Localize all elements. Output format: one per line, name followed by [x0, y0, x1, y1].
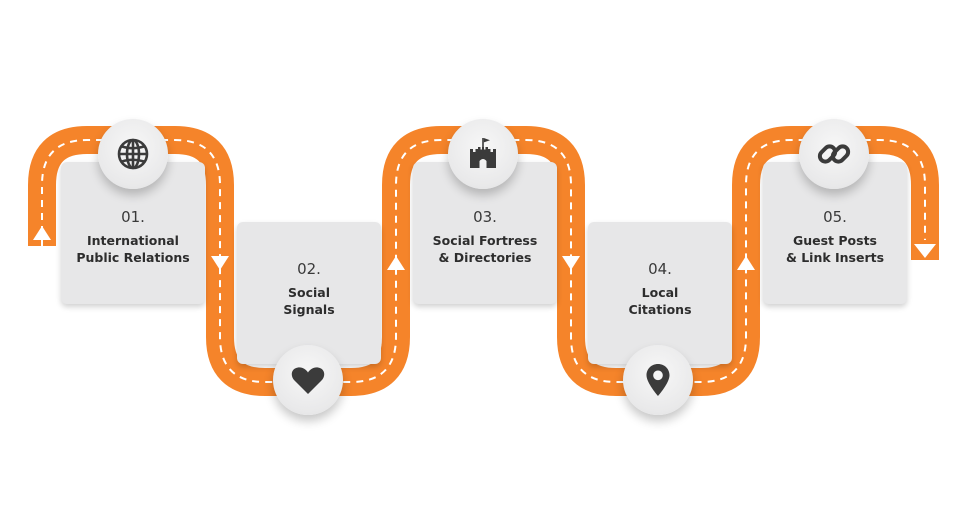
arrow-down-end — [914, 244, 936, 258]
step-card-4: 04. Local Citations — [588, 222, 732, 364]
step-badge-3 — [448, 119, 518, 189]
link-icon — [817, 144, 851, 164]
castle-icon — [470, 138, 496, 168]
step-title-line: & Link Inserts — [785, 250, 885, 265]
arrow-down-4 — [562, 256, 580, 270]
step-number: 01. — [121, 208, 145, 226]
step-badge-5 — [799, 119, 869, 189]
step-title: Guest Posts & Link Inserts — [786, 232, 884, 266]
step-badge-2 — [273, 345, 343, 415]
step-title-line: Signals — [283, 302, 335, 317]
globe-icon — [117, 138, 149, 170]
step-title-line: & Directories — [438, 250, 532, 265]
step-title-line: Social — [287, 285, 330, 300]
step-title: Local Citations — [628, 284, 691, 318]
arrow-up-5 — [737, 256, 755, 270]
step-badge-1 — [98, 119, 168, 189]
step-badge-4 — [623, 345, 693, 415]
map-pin-icon — [646, 364, 670, 396]
arrow-down-2 — [211, 256, 229, 270]
step-title-line: Guest Posts — [792, 233, 877, 248]
arrow-up-1 — [33, 226, 51, 240]
step-title-line: Local — [641, 285, 679, 300]
step-number: 05. — [823, 208, 847, 226]
step-title: Social Signals — [283, 284, 334, 318]
step-title-line: Social Fortress — [432, 233, 538, 248]
step-number: 02. — [297, 260, 321, 278]
step-card-1: 01. International Public Relations — [61, 162, 205, 304]
heart-icon — [291, 367, 325, 394]
step-title: International Public Relations — [76, 232, 189, 266]
step-title-line: Citations — [628, 302, 692, 317]
step-number: 03. — [473, 208, 497, 226]
step-title: Social Fortress & Directories — [433, 232, 538, 266]
step-title-line: Public Relations — [76, 250, 190, 265]
step-card-2: 02. Social Signals — [237, 222, 381, 364]
step-title-line: International — [87, 233, 179, 248]
step-number: 04. — [648, 260, 672, 278]
arrow-up-3 — [387, 256, 405, 270]
